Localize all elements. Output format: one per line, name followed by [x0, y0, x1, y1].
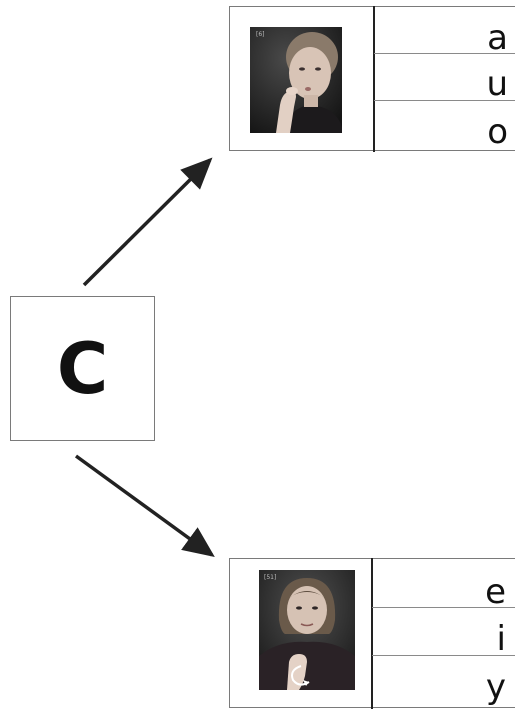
bottom-photo-frame: [51]: [229, 558, 372, 708]
top-photo-frame: [6]: [229, 6, 374, 151]
bottom-row-divider-1: [372, 607, 515, 608]
top-letter-1: a: [487, 18, 508, 58]
bottom-photo: [51]: [259, 570, 355, 690]
bottom-letter-2: i: [496, 619, 506, 659]
bottom-row-divider-2: [372, 655, 515, 656]
top-row-2: u: [374, 54, 515, 104]
bottom-photo-tag: [51]: [264, 574, 277, 581]
top-table-divider: [373, 6, 375, 152]
bottom-row-2: i: [372, 608, 515, 659]
arrow-to-top: [82, 157, 213, 287]
top-row-1: a: [374, 7, 515, 58]
bottom-letter-3: y: [485, 667, 506, 707]
top-photo-tag: [6]: [256, 31, 265, 38]
center-letter: C: [56, 327, 109, 410]
bottom-letter-1: e: [485, 572, 506, 612]
top-letter-3: o: [487, 112, 508, 152]
bottom-letter-table: e i y: [371, 558, 515, 709]
center-letter-box: C: [10, 296, 155, 441]
top-row-divider-1: [374, 53, 515, 54]
top-photo: [6]: [250, 27, 342, 133]
bottom-row-3: y: [372, 656, 515, 707]
top-row-3: o: [374, 101, 515, 152]
bottom-table-divider: [371, 558, 373, 709]
top-letter-2: u: [486, 64, 508, 104]
arrow-to-bottom: [74, 454, 215, 558]
top-row-divider-2: [374, 100, 515, 101]
top-letter-table: a u o: [373, 6, 515, 152]
bottom-row-1: e: [372, 559, 515, 612]
